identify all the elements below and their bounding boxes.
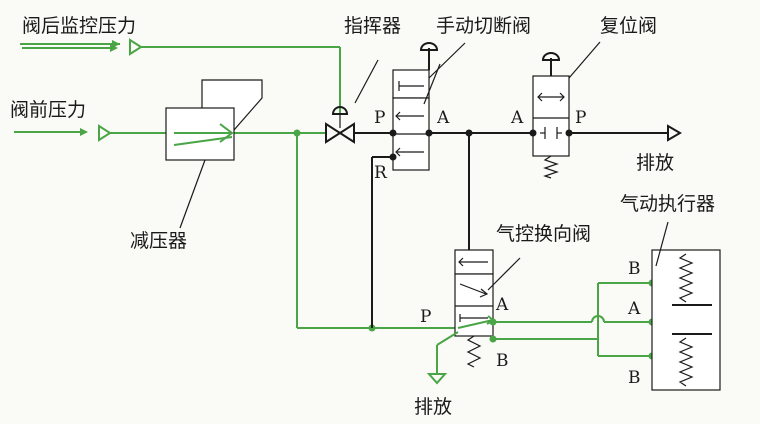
directional-valve-symbol (454, 249, 521, 368)
bottom-exhaust (426, 331, 459, 385)
regulator-symbol (165, 79, 263, 229)
label-upstream-pressure: 阀前压力 (10, 99, 86, 121)
pilot-valve-symbol (325, 59, 393, 144)
port-reset-a: A (510, 108, 524, 128)
label-regulator: 减压器 (130, 230, 187, 252)
actuator-lines (489, 279, 656, 360)
port-act-b-top: B (628, 259, 641, 279)
main-line (429, 124, 682, 250)
port-dir-b: B (496, 351, 509, 371)
port-manual-a: A (436, 108, 450, 128)
port-dir-a: A (495, 295, 509, 315)
actuator-symbol (651, 221, 721, 391)
label-pneumatic-actuator: 气动执行器 (620, 193, 715, 215)
port-act-a: A (627, 299, 641, 319)
downstream-port-icon (129, 38, 143, 56)
port-reset-p: P (575, 108, 586, 128)
port-dir-p: P (420, 307, 431, 327)
manual-shutoff-valve-symbol (389, 42, 466, 171)
port-manual-p: P (374, 108, 385, 128)
label-manual-shutoff-valve: 手动切断阀 (436, 15, 531, 37)
downstream-pressure-line (20, 38, 341, 114)
port-manual-r: R (374, 163, 388, 183)
upstream-port-icon (98, 124, 112, 142)
label-exhaust-bottom: 排放 (414, 396, 452, 418)
label-pneumatic-directional-valve: 气控换向阀 (496, 223, 591, 245)
reset-valve-symbol (529, 41, 601, 179)
label-reset-valve: 复位阀 (600, 15, 657, 37)
label-exhaust-right: 排放 (636, 152, 674, 174)
upstream-pressure-line (14, 124, 166, 142)
port-act-b-bottom: B (628, 368, 641, 388)
label-downstream-pressure: 阀后监控压力 (22, 15, 136, 37)
label-pilot: 指挥器 (344, 15, 401, 37)
